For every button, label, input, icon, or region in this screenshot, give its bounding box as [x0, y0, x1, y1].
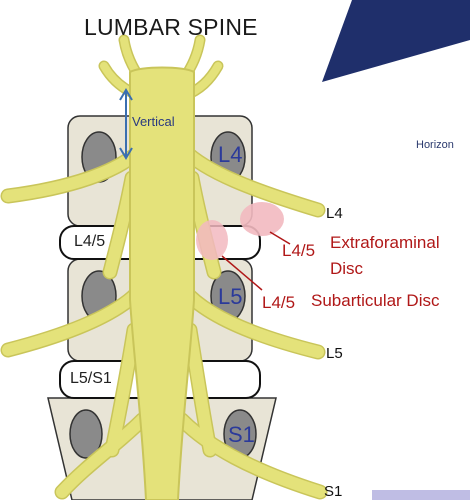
- diagram-title: LUMBAR SPINE: [84, 14, 258, 40]
- extraforaminal-label-line1: Extraforaminal: [330, 233, 440, 252]
- vertebra-label-l4: L4: [218, 142, 243, 167]
- subarticular-pointer: [221, 255, 263, 291]
- extraforaminal-pointer: [269, 231, 291, 245]
- extraforaminal-herniation: [240, 202, 284, 236]
- navy-corner-shape: [322, 0, 470, 82]
- extraforaminal-level: L4/5: [282, 241, 316, 260]
- vertebra-label-l5: L5: [218, 284, 243, 309]
- subarticular-level: L4/5: [262, 293, 296, 312]
- disc-label-l4-5: L4/5: [74, 233, 106, 250]
- vertebra-label-s1: S1: [228, 422, 255, 447]
- subarticular-label: Subarticular Disc: [311, 291, 440, 310]
- subarticular-herniation: [196, 220, 228, 260]
- disc-label-l5-s1: L5/S1: [70, 370, 112, 387]
- extraforaminal-label-line2: Disc: [330, 259, 364, 278]
- vertical-arrow-icon: [119, 88, 133, 160]
- lavender-bar: [372, 490, 470, 500]
- root-label-l5: L5: [326, 345, 343, 362]
- root-label-l4: L4: [326, 205, 343, 222]
- vertical-label: Vertical: [132, 114, 175, 129]
- pedicle-left-s1: [69, 409, 103, 459]
- horizontal-label: Horizon: [416, 139, 454, 151]
- root-label-s1: S1: [324, 483, 343, 500]
- thecal-sac: [129, 66, 195, 500]
